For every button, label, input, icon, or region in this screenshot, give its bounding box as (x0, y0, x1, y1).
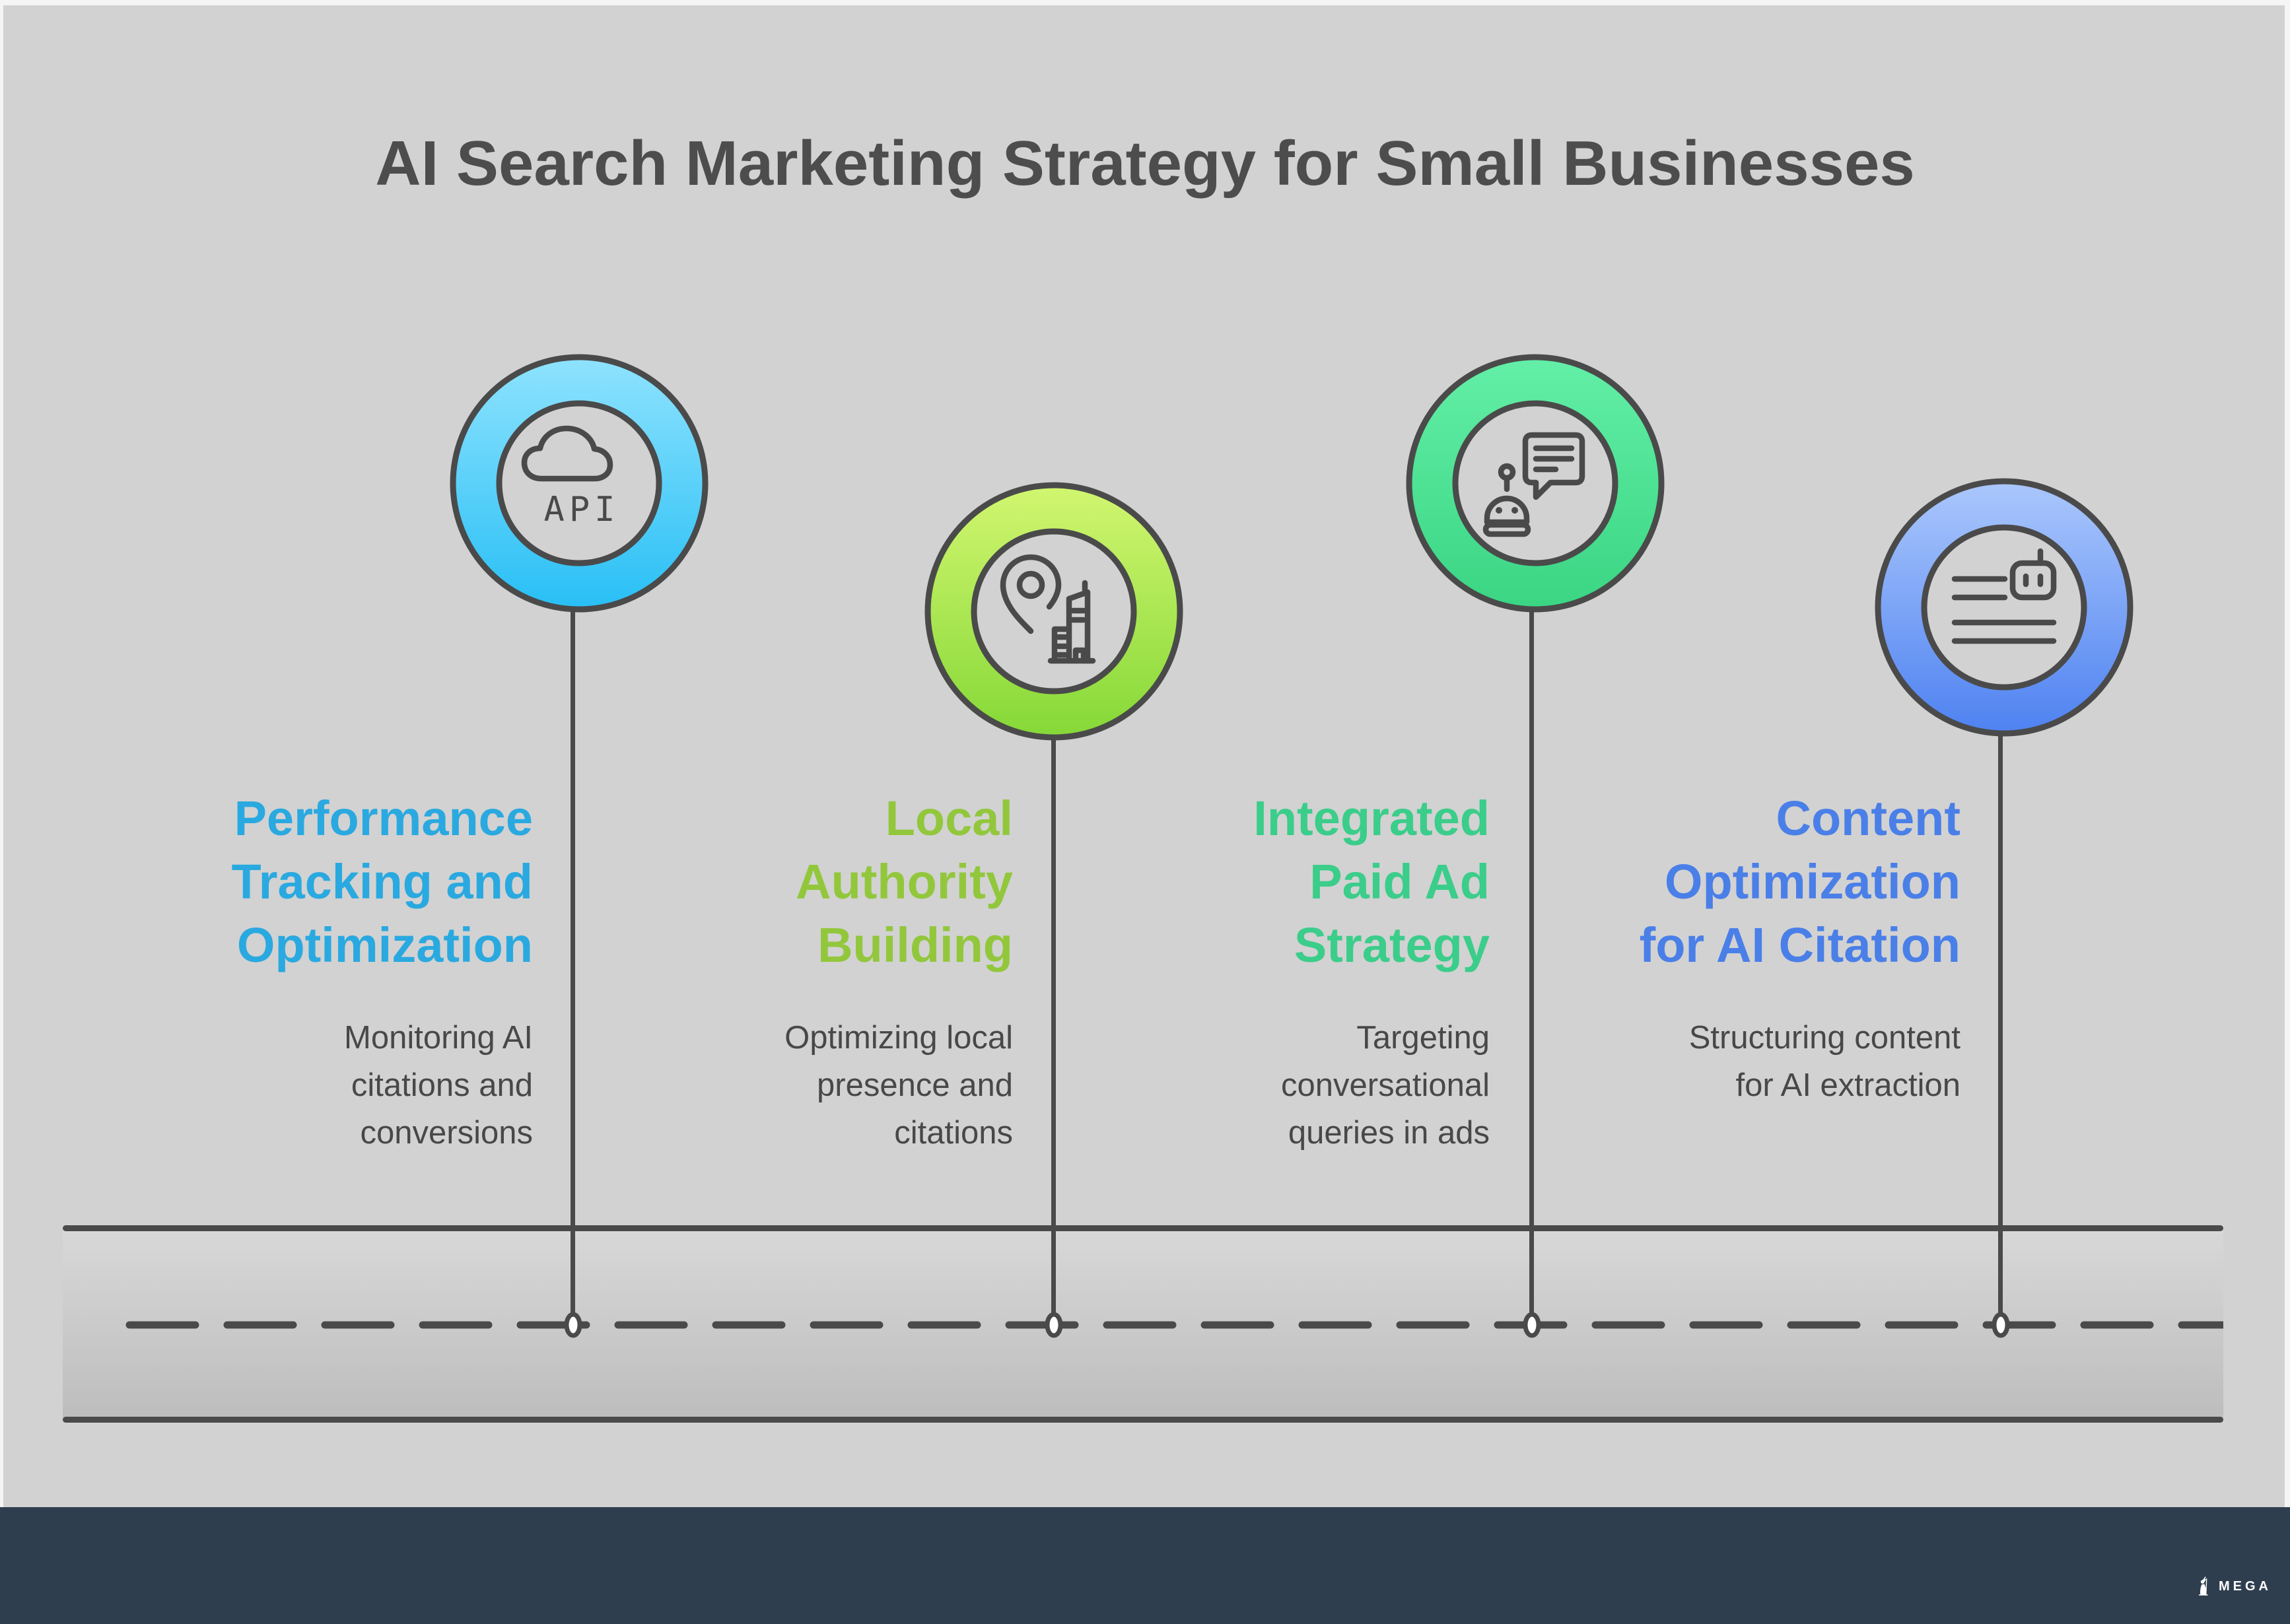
milestone-title: Local Authority Building (796, 791, 1013, 972)
connector-line (1529, 477, 1534, 1325)
milestone-description: Optimizing local presence and citations (784, 1020, 1013, 1151)
milestone-text-content-optimization: Content Optimization for AI Citation Str… (1419, 787, 1960, 1109)
brand-name: MEGA (2219, 1578, 2272, 1594)
milestone-description: Monitoring AI citations and conversions (344, 1020, 533, 1151)
cloud-api-icon: API (521, 425, 620, 529)
timeline-dot (1992, 1312, 2010, 1338)
milestone-title: Performance Tracking and Optimization (231, 791, 533, 972)
milestone-badge-performance: API (450, 354, 709, 613)
milestone-description: Targeting conversational queries in ads (1281, 1020, 1490, 1151)
milestone-badge-content-optimization (1875, 478, 2134, 737)
milestone-badge-paid-ads (1406, 354, 1665, 613)
timeline-dot (564, 1312, 582, 1338)
document-robot-icon (1951, 548, 2057, 644)
milestone-title: Content Optimization for AI Citation (1639, 791, 1960, 972)
timeline-dot (1045, 1312, 1063, 1338)
location-building-icon (1000, 554, 1096, 664)
api-icon-label: API (544, 490, 620, 529)
wizard-logo-icon (2198, 1576, 2208, 1596)
connector-line (1051, 605, 1056, 1325)
milestone-text-paid-ads: Integrated Paid Ad Strategy Targeting co… (948, 787, 1490, 1157)
milestone-badge-local-authority (924, 482, 1183, 741)
chatbot-message-icon (1482, 432, 1585, 537)
timeline-dot (1523, 1312, 1541, 1338)
brand-lockup: MEGA (2195, 1576, 2272, 1596)
connector-line (571, 477, 575, 1325)
page-title: AI Search Marketing Strategy for Small B… (375, 128, 1915, 199)
milestone-title: Integrated Paid Ad Strategy (1253, 791, 1490, 972)
footer-bar: MEGA (0, 1507, 2290, 1624)
milestone-text-performance: Performance Tracking and Optimization Mo… (0, 787, 533, 1157)
timeline-road-top-line (63, 1225, 2223, 1231)
milestone-text-local-authority: Local Authority Building Optimizing loca… (471, 787, 1013, 1157)
timeline-road-bottom-line (63, 1417, 2223, 1423)
timeline-dashed-center-line (125, 1321, 2223, 1329)
connector-line (1998, 601, 2003, 1325)
milestone-description: Structuring content for AI extraction (1688, 1020, 1960, 1103)
